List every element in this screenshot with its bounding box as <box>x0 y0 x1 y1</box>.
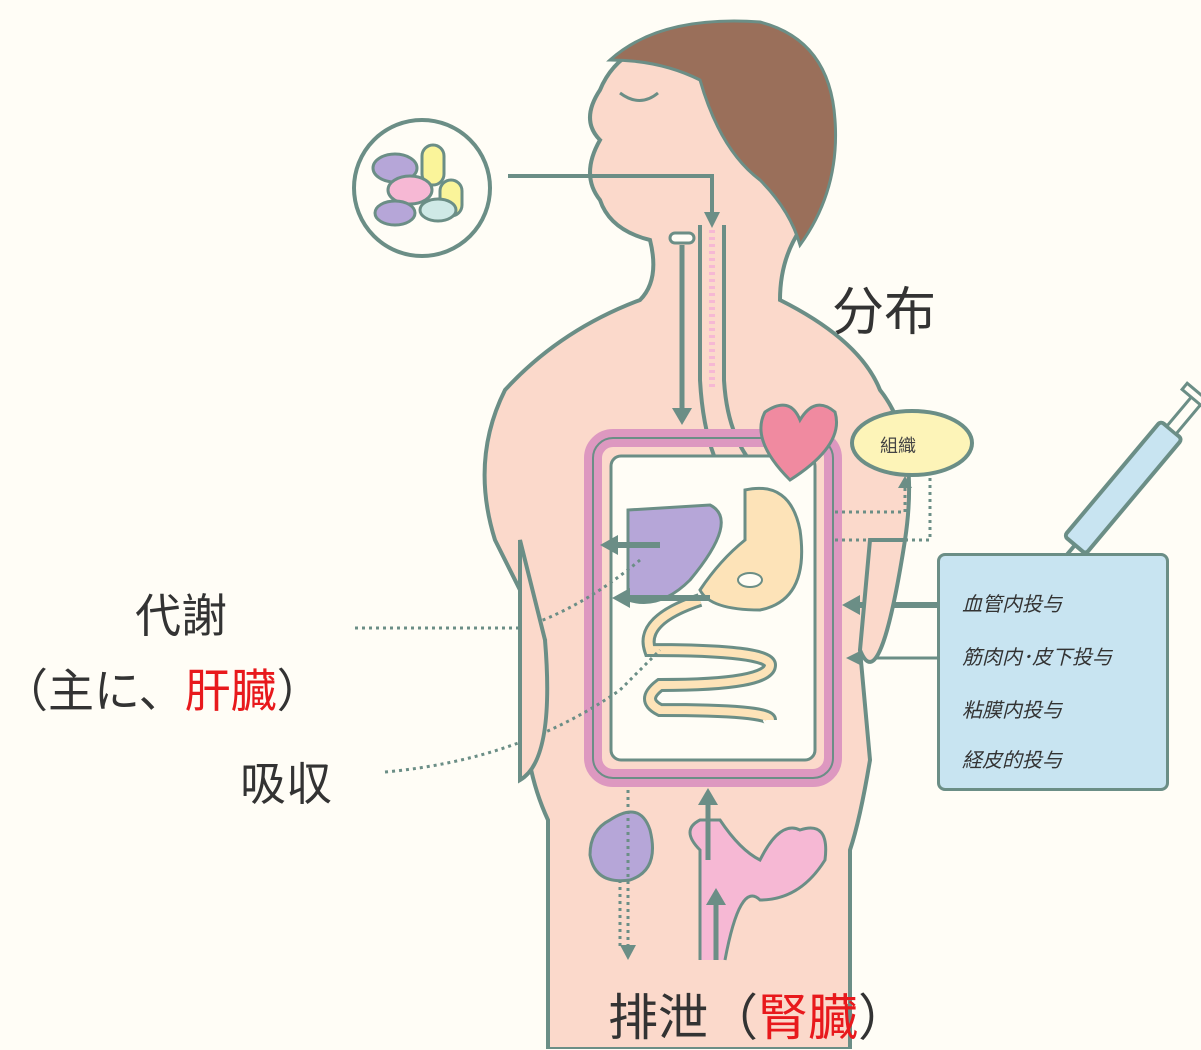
route-item: 経皮的投与 <box>962 748 1062 772</box>
excretion-prefix: 排泄（ <box>608 989 758 1047</box>
stomach <box>698 486 804 612</box>
excretion-suffix: ） <box>858 989 908 1047</box>
syringe-icon <box>1050 381 1201 574</box>
liver <box>626 503 723 604</box>
metabolism-suffix: ） <box>276 664 323 718</box>
large-intestine <box>688 818 828 961</box>
label-excretion: 排泄（腎臓） <box>608 978 908 1050</box>
liver-label: 肝臓 <box>184 664 277 718</box>
tissue-node <box>850 409 974 477</box>
kidney <box>588 810 654 883</box>
route-item: 血管内投与 <box>962 592 1062 616</box>
route-item: 筋肉内･皮下投与 <box>962 645 1112 669</box>
pills-icon <box>352 118 492 258</box>
oral-route-line <box>508 174 714 215</box>
label-metabolism: 代謝 <box>135 589 227 643</box>
metabolism-prefix: （主に、 <box>2 664 185 718</box>
administration-routes-box: 血管内投与 筋肉内･皮下投与 粘膜内投与 経皮的投与 <box>937 553 1169 791</box>
kidney-label: 腎臓 <box>758 989 858 1047</box>
route-item: 粘膜内投与 <box>962 698 1062 722</box>
label-metabolism-organ: （主に、肝臓） <box>2 655 323 721</box>
label-distribution: 分布 <box>832 283 937 343</box>
tissue-label: 組織 <box>880 436 916 457</box>
label-absorption: 吸収 <box>240 757 332 811</box>
heart <box>759 403 838 482</box>
closed-eye <box>619 91 659 102</box>
hair <box>606 19 838 249</box>
